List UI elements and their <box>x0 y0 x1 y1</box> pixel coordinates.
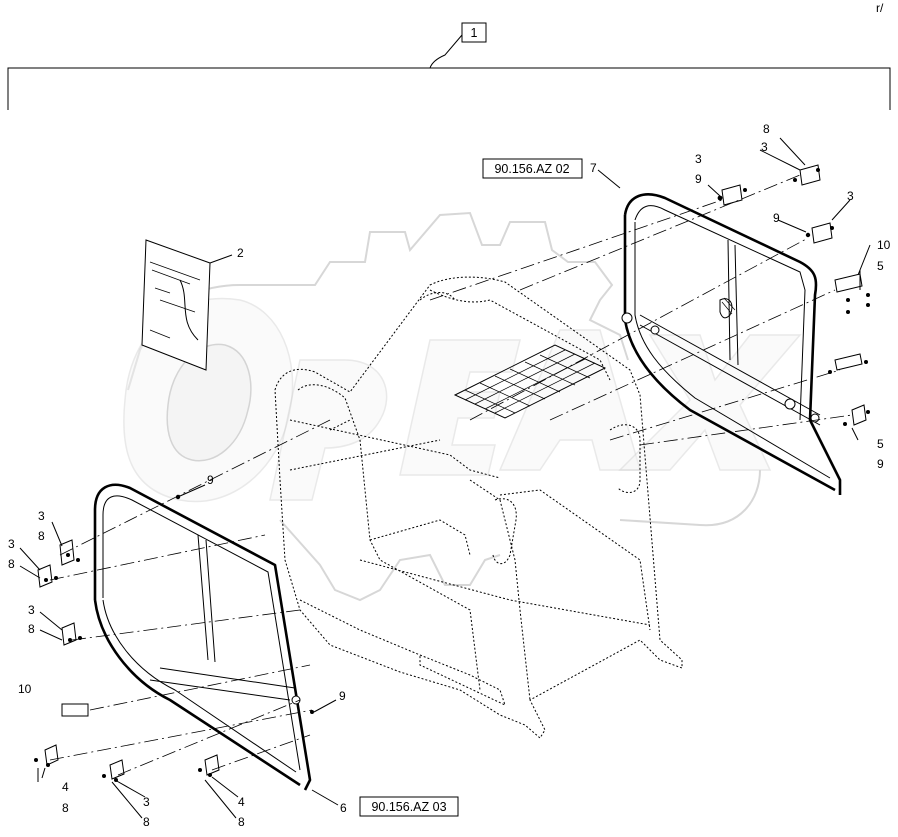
part-label-8-left-c: 8 <box>28 622 35 636</box>
part-label-5-right-a: 5 <box>877 259 884 273</box>
assembly-callout-box <box>461 22 487 43</box>
part-label-9-right-a: 9 <box>695 172 702 186</box>
right-hinge-hardware <box>707 137 871 441</box>
part-label-10-right: 10 <box>877 238 891 252</box>
part-label-6: 6 <box>340 801 347 815</box>
part-label-9-right-b: 9 <box>773 211 780 225</box>
operator-manual-part <box>141 239 233 371</box>
part-label-3-right-b: 3 <box>695 152 702 166</box>
part-label-3-right-a: 3 <box>761 140 768 154</box>
part-label-4-bottom-a: 4 <box>62 780 69 794</box>
part-label-8-left-b: 8 <box>8 557 15 571</box>
part-label-8-bottom-c: 8 <box>238 815 245 829</box>
part-label-10-left: 10 <box>18 682 32 696</box>
left-hinge-hardware <box>19 484 337 819</box>
part-label-2: 2 <box>237 246 244 260</box>
leader-7 <box>597 169 621 189</box>
part-label-9-left-b: 9 <box>339 689 346 703</box>
gear-watermark-icon <box>123 211 802 602</box>
part-label-7: 7 <box>590 161 597 175</box>
ref-box-left <box>359 796 459 817</box>
assembly-bracket: 1 <box>7 22 891 110</box>
ref-box-right <box>482 158 583 179</box>
corner-mark: r/ <box>876 1 884 15</box>
part-label-3-left-c: 3 <box>28 603 35 617</box>
leader-6 <box>311 789 339 806</box>
right-door-part <box>621 193 842 495</box>
part-label-3-left-b: 3 <box>8 537 15 551</box>
part-label-8-bottom-a: 8 <box>62 801 69 815</box>
reference-90-156-az-03: 90.156.AZ 03 <box>371 800 446 814</box>
part-label-3-bottom: 3 <box>143 795 150 809</box>
roof-walkway-grid <box>453 344 607 419</box>
left-door-centerlines <box>49 419 331 776</box>
left-door-part <box>93 483 312 791</box>
cab-frame <box>274 276 683 739</box>
part-label-4-bottom-b: 4 <box>238 795 245 809</box>
part-label-8-left-a: 8 <box>38 529 45 543</box>
part-label-8-bottom-b: 8 <box>143 815 150 829</box>
part-label-9-right-c: 9 <box>877 457 884 471</box>
assembly-callout-number: 1 <box>471 26 478 40</box>
right-door-centerlines <box>429 174 853 446</box>
part-label-5-right-b: 5 <box>877 437 884 451</box>
part-label-8-right: 8 <box>763 122 770 136</box>
reference-90-156-az-02: 90.156.AZ 02 <box>494 162 569 176</box>
part-label-3-right-c: 3 <box>847 189 854 203</box>
part-label-3-left-a: 3 <box>38 509 45 523</box>
